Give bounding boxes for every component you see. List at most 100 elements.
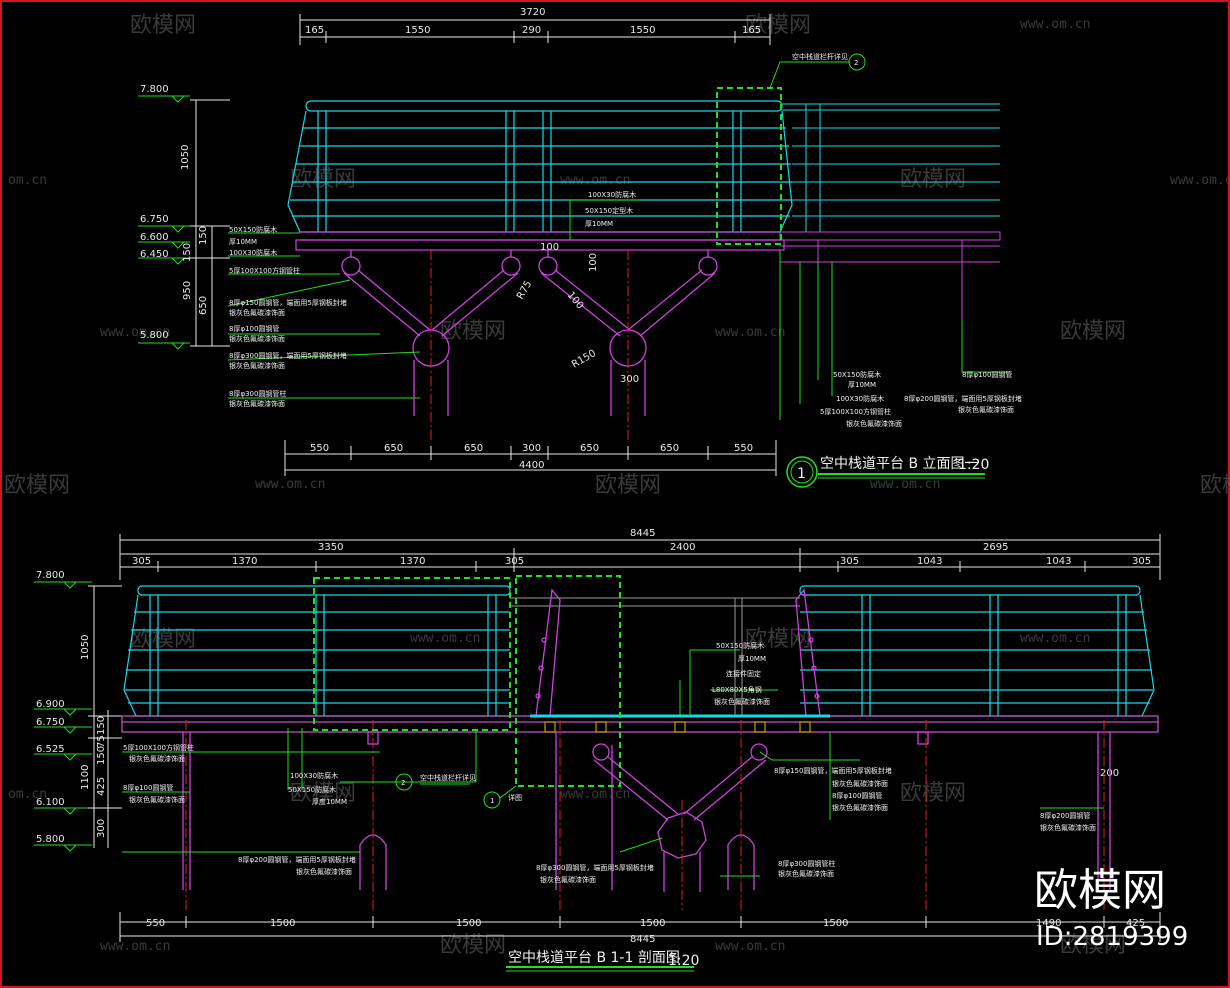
watermark-text: 欧模网	[900, 781, 966, 806]
dim-label: 1043	[917, 556, 942, 567]
mid-leaders	[569, 199, 640, 240]
dim-label: 305	[132, 556, 151, 567]
section-deck	[121, 714, 1159, 733]
dim-label: 650	[660, 443, 679, 454]
dim-label: 3350	[318, 542, 343, 553]
dim-label: 1550	[405, 25, 430, 36]
callout-label: 空中栈道栏杆详见	[792, 52, 848, 61]
dim-label: R150	[570, 348, 598, 371]
brand-logo: 欧模网 ID:2819399	[1034, 865, 1188, 952]
level-markers	[138, 95, 190, 350]
dim-label: 1550	[630, 25, 655, 36]
dim-label: 1050	[80, 635, 91, 660]
watermark-url: www.om.cn	[255, 477, 325, 492]
elevation-drawing: 3720 165 1550 290 1550 165 7.800 6.750 6…	[138, 7, 1022, 488]
callout-ref: 2	[401, 779, 405, 787]
drawing-title: 空中栈道平台 B 1-1 剖面图	[508, 950, 680, 966]
dim-label: 305	[840, 556, 859, 567]
left-notes: 50X150防腐木 厚10MM 100X30防腐木 5厚100X100方钢管柱 …	[229, 225, 347, 408]
annotation: 厚10MM	[229, 238, 257, 246]
watermark-url: www.om.cn	[715, 325, 785, 340]
annotation: 50X150防腐木	[833, 370, 881, 379]
annotation: 8厚φ150圆钢管，端面用5厚钢板封堵	[774, 766, 892, 775]
annotation: 8厚φ150圆钢管，端面用5厚钢板封堵	[229, 298, 347, 307]
section-level-markers	[34, 581, 92, 852]
watermark-url: om.cn	[8, 173, 47, 188]
section-title: 空中栈道平台 B 1-1 剖面图 1:20	[506, 950, 699, 972]
level-label: 7.800	[36, 570, 65, 581]
right-notes: 50X150防腐木 厚10MM 100X30防腐木 5厚100X100方钢管柱 …	[820, 370, 1022, 428]
watermark-url: www.om.cn	[560, 173, 630, 188]
annotation: 银灰色氟碳漆饰面	[540, 875, 596, 884]
dim-label: 950	[182, 281, 193, 300]
watermark-layer: 欧模网 欧模网 www.om.cn om.cn 欧模网 www.om.cn 欧模…	[4, 13, 1230, 958]
dim-label: 1500	[456, 918, 481, 929]
level-label: 5.800	[140, 330, 169, 341]
annotation: 厚10MM	[848, 381, 876, 389]
dim-label: 75	[96, 735, 107, 748]
dim-label: 4400	[519, 460, 544, 471]
elevation-title: 1 空中栈道平台 B 立面图一 1:20	[786, 456, 989, 488]
watermark-url: www.om.cn	[1020, 17, 1090, 32]
section-vertical-dimension	[88, 585, 122, 848]
annotation: 8厚φ300圆钢管，端面用5厚钢板封堵	[229, 351, 347, 360]
annotation: 厚10MM	[585, 220, 613, 228]
annotation: 8厚φ300圆钢管，端面用5厚钢板封堵	[536, 863, 654, 872]
dim-label: 550	[734, 443, 753, 454]
dim-label: 650	[198, 296, 209, 315]
section-top-dimension	[119, 534, 1161, 580]
dim-label: 1370	[400, 556, 425, 567]
watermark-text: 欧模网	[130, 13, 196, 38]
dim-label: 425	[1126, 918, 1145, 929]
level-label: 5.800	[36, 834, 65, 845]
watermark-text: 欧模网	[440, 933, 506, 958]
level-label: 6.750	[140, 214, 169, 225]
watermark-text: 欧模网	[595, 473, 661, 498]
elevation-top-dimension	[299, 14, 771, 45]
annotation: 100X30防腐木	[229, 248, 277, 257]
dim-label: 1490	[1036, 918, 1061, 929]
level-label: 6.450	[140, 249, 169, 260]
railing-extension	[782, 103, 1000, 232]
dim-label: 1500	[640, 918, 665, 929]
detail-callout-box	[313, 577, 511, 731]
watermark-text: 欧模网	[130, 627, 196, 652]
annotation: 100X30防腐木	[588, 190, 636, 199]
annotation: 银灰色氟碳漆饰面	[958, 405, 1014, 414]
section-columns	[182, 731, 1111, 892]
annotation: 空中栈道栏杆详见	[420, 773, 476, 782]
annotation: 银灰色氟碳漆饰面	[832, 803, 888, 812]
annotation: 8厚φ300圆钢管柱	[229, 389, 286, 398]
annotation: 银灰色氟碳漆饰面	[832, 779, 888, 788]
annotation: 8厚φ100圆钢管	[229, 324, 279, 333]
annotation: 5厚100X100方钢管柱	[229, 266, 300, 275]
dim-label: 300	[96, 819, 107, 838]
section-notes: 5厚100X100方钢管柱 银灰色氟碳漆饰面 8厚φ100圆钢管 银灰色氟碳漆饰…	[123, 641, 1096, 884]
dim-label: 650	[464, 443, 483, 454]
title-number: 1	[797, 466, 806, 482]
dim-label: 650	[384, 443, 403, 454]
annotation: 银灰色氟碳漆饰面	[296, 867, 352, 876]
watermark-text: 欧模网	[290, 781, 356, 806]
dim-label: 1370	[232, 556, 257, 567]
annotation: 8厚φ200圆钢管，端面用5厚钢板封堵	[238, 855, 356, 864]
center-lines	[430, 250, 629, 440]
level-label: 6.750	[36, 717, 65, 728]
dim-label: 305	[505, 556, 524, 567]
dim-label: 550	[146, 918, 165, 929]
right-leaders	[779, 250, 1010, 420]
callout-ref: 2	[854, 59, 858, 67]
dim-label: 650	[580, 443, 599, 454]
dim-label: 150	[96, 716, 107, 735]
dim-label: 1500	[823, 918, 848, 929]
watermark-url: www.om.cn	[410, 631, 480, 646]
annotation: 银灰色氟碳漆饰面	[778, 869, 834, 878]
annotation: 银灰色氟碳漆饰面	[1040, 823, 1096, 832]
annotation: 100X30防腐木	[836, 394, 884, 403]
elevation-bottom-dimension	[284, 440, 777, 476]
annotation: 8厚φ100圆钢管	[962, 370, 1012, 379]
dim-label: 8445	[630, 934, 655, 945]
watermark-url: www.om.cn	[1170, 173, 1230, 188]
annotation: 8厚φ300圆钢管柱	[778, 859, 835, 868]
